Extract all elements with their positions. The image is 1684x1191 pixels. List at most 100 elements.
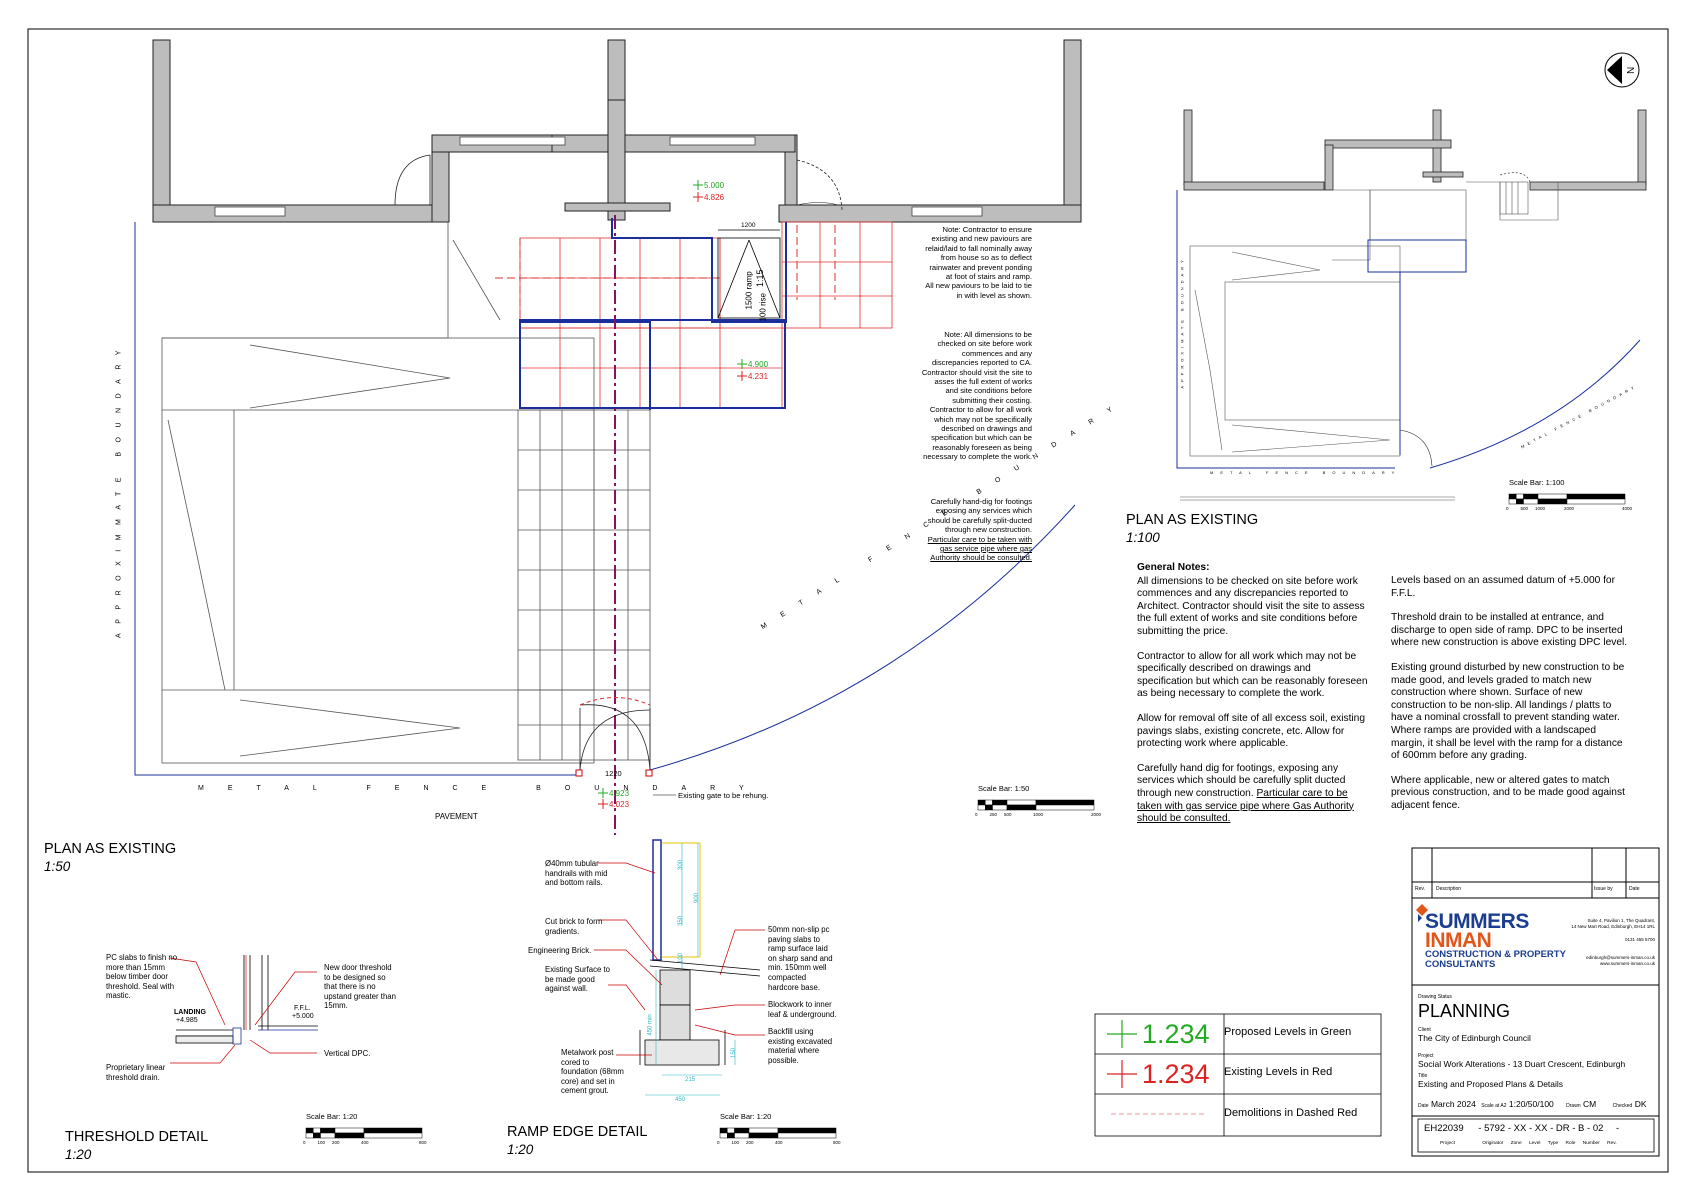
north-arrow-icon: N bbox=[1604, 52, 1640, 88]
label-handrails: Ø40mm tubular handrails with mid and bot… bbox=[545, 859, 608, 888]
dim-900: 900 bbox=[694, 892, 701, 904]
label-pc-slabs: PC slabs to finish no more than 15mm bel… bbox=[106, 953, 178, 1001]
dim-100: 100 bbox=[678, 952, 685, 964]
scale-bar-100-label: Scale Bar: 1:100 bbox=[1509, 478, 1565, 487]
scale-bar-tick-label: 400 bbox=[361, 1140, 369, 1145]
label-ffl-level: +5.000 bbox=[292, 1013, 314, 1020]
logo-mark-icon bbox=[1416, 904, 1428, 922]
scale-bar-segment bbox=[1523, 498, 1539, 505]
scale-bar-tick-label: 0 bbox=[975, 812, 978, 817]
label-eng-brick: Engineering Brick. bbox=[528, 946, 592, 955]
ramp-gradient: 1:15 bbox=[755, 269, 765, 287]
scale-bar-segment bbox=[1508, 493, 1517, 500]
wall bbox=[152, 39, 171, 209]
scale-plan-existing-large: 1:50 bbox=[44, 859, 71, 874]
plan-note-3: Carefully hand-dig for footings exposing… bbox=[927, 497, 1032, 563]
label-vertical-dpc: Vertical DPC. bbox=[324, 1049, 371, 1058]
scale-bar-segment bbox=[1006, 804, 1037, 811]
small-boundary-bottom: METAL FENCE BOUNDARY bbox=[1210, 470, 1402, 475]
scale-bar-segment bbox=[977, 804, 986, 811]
label-ffl: F.F.L. bbox=[294, 1005, 311, 1012]
level-green-2: 4.900 bbox=[748, 360, 769, 369]
wall bbox=[1063, 39, 1082, 223]
boundary-label-bottom: METAL FENCE BOUNDARY bbox=[198, 785, 768, 792]
label-cut-brick: Cut brick to form gradients. bbox=[545, 917, 603, 936]
tb-status-label: Drawing Status bbox=[1418, 994, 1452, 1000]
scale-bar-segment bbox=[777, 1127, 837, 1134]
legend-red-label: Existing Levels in Red bbox=[1224, 1066, 1333, 1078]
scale-bar-segment bbox=[777, 1132, 837, 1139]
dim-450: 450 bbox=[675, 1097, 686, 1103]
scale-bar-tick-label: 1000 bbox=[1033, 812, 1044, 817]
scale-bar-segment bbox=[985, 799, 993, 806]
scale-bar-tick-label: 2000 bbox=[1091, 812, 1102, 817]
threshold-detail-drawing bbox=[175, 955, 318, 1045]
tb-title: Existing and Proposed Plans & Details bbox=[1418, 1079, 1564, 1089]
scale-bar-segment bbox=[1035, 804, 1095, 811]
scale-bar-segment bbox=[727, 1127, 735, 1134]
dim-215: 215 bbox=[685, 1077, 696, 1083]
title-threshold-detail: THRESHOLD DETAIL bbox=[65, 1129, 209, 1145]
tb-title-label: Title bbox=[1418, 1073, 1428, 1079]
gate-note: Existing gate to be rehung. bbox=[678, 791, 769, 800]
label-blockwork: Blockwork to inner leaf & underground. bbox=[768, 1000, 837, 1019]
label-backfill: Backfill using existing excavated materi… bbox=[768, 1027, 833, 1065]
scale-threshold-detail: 1:20 bbox=[65, 1147, 92, 1162]
scale-bar-tick-label: 250 bbox=[989, 812, 998, 817]
dim-300: 300 bbox=[678, 859, 685, 871]
scale-bar-segment bbox=[734, 1132, 750, 1139]
scale-bar-segment bbox=[1537, 498, 1568, 505]
dim-350: 350 bbox=[678, 915, 685, 927]
svg-text:N: N bbox=[1626, 67, 1637, 74]
scale-bar-tick-label: 100 bbox=[317, 1140, 326, 1145]
scale-bar-segment bbox=[985, 804, 993, 811]
dim-150: 150 bbox=[731, 1047, 738, 1059]
level-red-3: 4.023 bbox=[609, 800, 630, 809]
tb-date-row: Date March 2024 Scale at A2 1:20/50/100 … bbox=[1418, 1099, 1647, 1109]
label-new-door: New door threshold to be designed so tha… bbox=[324, 963, 396, 1011]
boundary-label-left: APPROXIMMATE BOUNDARY bbox=[115, 341, 123, 638]
company-address: Suite 4, Pavilion 1, The Quadrant, 14 Ne… bbox=[1571, 918, 1655, 966]
scale-bar-segment bbox=[363, 1132, 423, 1139]
scale-bar-segment bbox=[1006, 799, 1037, 806]
scale-bar-segment bbox=[727, 1132, 735, 1139]
tb-project: Social Work Alterations - 13 Duart Cresc… bbox=[1418, 1059, 1626, 1069]
scale-bar-segment bbox=[320, 1127, 336, 1134]
wall bbox=[564, 202, 671, 212]
tb-status: PLANNING bbox=[1418, 1001, 1511, 1021]
scale-bar-tick-label: 800 bbox=[419, 1140, 427, 1145]
scale-bar-segment bbox=[1537, 493, 1568, 500]
label-landing-level: +4.985 bbox=[176, 1017, 198, 1024]
scale-bar-tick-label: 4000 bbox=[1622, 506, 1633, 511]
title-ramp-edge-detail: RAMP EDGE DETAIL bbox=[507, 1124, 648, 1140]
level-green-1: 5.000 bbox=[704, 181, 725, 190]
scale-bar-segment bbox=[320, 1132, 336, 1139]
level-green-3: 4.923 bbox=[609, 789, 630, 798]
scale-bar-tick-label: 200 bbox=[332, 1140, 340, 1145]
scale-bar-50-label: Scale Bar: 1:50 bbox=[978, 784, 1030, 793]
scale-bar-tick-label: 0 bbox=[303, 1140, 306, 1145]
scale-bar-tick-label: 500 bbox=[1004, 812, 1012, 817]
scale-bar-segment bbox=[1516, 498, 1524, 505]
small-boundary-left: APPROXIMATE BOUNDARY bbox=[1179, 256, 1185, 389]
dim-1220: 1220 bbox=[605, 769, 622, 778]
general-notes-col2: Levels based on an assumed datum of +5.0… bbox=[1391, 575, 1628, 811]
scale-bar-segment bbox=[992, 799, 1008, 806]
scale-bar-segment bbox=[363, 1127, 423, 1134]
legend-red-value: 1.234 bbox=[1142, 1059, 1210, 1089]
scale-ramp-edge-detail: 1:20 bbox=[507, 1142, 534, 1157]
label-metalwork: Metalwork post cored to foundation (68mm… bbox=[561, 1048, 624, 1096]
scale-bar-segment bbox=[334, 1132, 365, 1139]
title-block bbox=[1411, 847, 1660, 1157]
scale-bar-segment bbox=[748, 1127, 779, 1134]
tb-client: The City of Edinburgh Council bbox=[1418, 1033, 1531, 1043]
label-existing-surface: Existing Surface to be made good against… bbox=[545, 965, 611, 994]
scale-bar-segment bbox=[305, 1127, 314, 1134]
scale-bar-segment bbox=[748, 1132, 779, 1139]
scale-bar-20a-label: Scale Bar: 1:20 bbox=[306, 1112, 358, 1121]
title-plan-existing-small: PLAN AS EXISTING bbox=[1126, 512, 1259, 528]
scale-bar-segment bbox=[1035, 799, 1095, 806]
scale-bar-tick-label: 800 bbox=[833, 1140, 841, 1145]
